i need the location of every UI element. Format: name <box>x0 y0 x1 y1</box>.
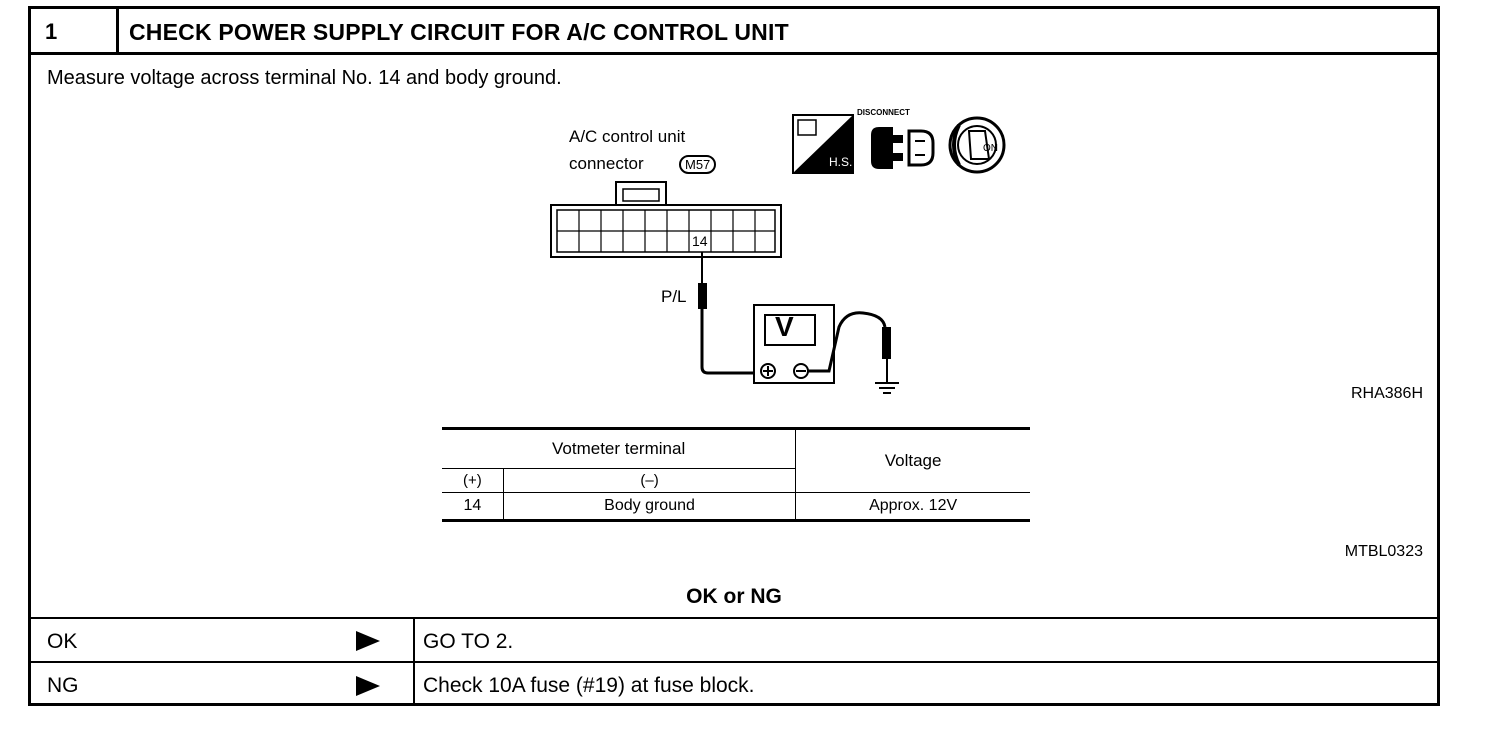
header-plus: (+) <box>442 468 504 493</box>
cell-plus: 14 <box>442 492 504 522</box>
result-ng-label: NG <box>47 674 79 697</box>
hs-icon <box>792 114 854 174</box>
result-divider <box>31 617 1437 619</box>
result-divider <box>31 661 1437 663</box>
result-column-divider <box>413 619 415 706</box>
table-code: MTBL0323 <box>1344 543 1423 560</box>
cell-voltage: Approx. 12V <box>795 492 1030 522</box>
arrow-right-icon <box>356 631 380 651</box>
connector-id-badge: M57 <box>679 155 717 174</box>
header-voltage: Voltage <box>795 427 1030 493</box>
connector-pin-grid <box>557 210 775 252</box>
connector-svg <box>550 114 1006 394</box>
step-number: 1 <box>31 9 119 52</box>
header-voltmeter-terminal: Votmeter terminal <box>442 427 796 469</box>
ignition-key-on-icon <box>948 116 1006 174</box>
disconnect-icon <box>871 127 935 169</box>
result-ng-action: Check 10A fuse (#19) at fuse block. <box>423 674 755 697</box>
wire-color-label: P/L <box>661 287 687 306</box>
step-header: 1 CHECK POWER SUPPLY CIRCUIT FOR A/C CON… <box>31 9 1437 55</box>
disconnect-label: DISCONNECT <box>857 108 910 117</box>
connector-label-line2: connector <box>569 154 644 173</box>
on-label: ON <box>983 143 998 154</box>
decision-prompt: OK or NG <box>686 585 782 608</box>
voltmeter-label: V <box>775 311 794 342</box>
header-minus: (–) <box>502 468 796 493</box>
arrow-right-icon <box>356 676 380 696</box>
hs-label: H.S. <box>829 155 853 169</box>
figure-code: RHA386H <box>1350 385 1423 402</box>
result-ok-action: GO TO 2. <box>423 630 514 653</box>
cell-minus: Body ground <box>502 492 796 522</box>
procedure-frame: 1 CHECK POWER SUPPLY CIRCUIT FOR A/C CON… <box>28 6 1440 706</box>
result-ok-label: OK <box>47 630 78 653</box>
step-title: CHECK POWER SUPPLY CIRCUIT FOR A/C CONTR… <box>129 19 789 45</box>
connector-label-line1: A/C control unit <box>569 127 686 146</box>
instruction-text: Measure voltage across terminal No. 14 a… <box>47 67 562 89</box>
terminal-number: 14 <box>692 233 708 249</box>
voltage-spec-table: Votmeter terminal Voltage (+) (–) 14 Bod… <box>442 427 1030 522</box>
